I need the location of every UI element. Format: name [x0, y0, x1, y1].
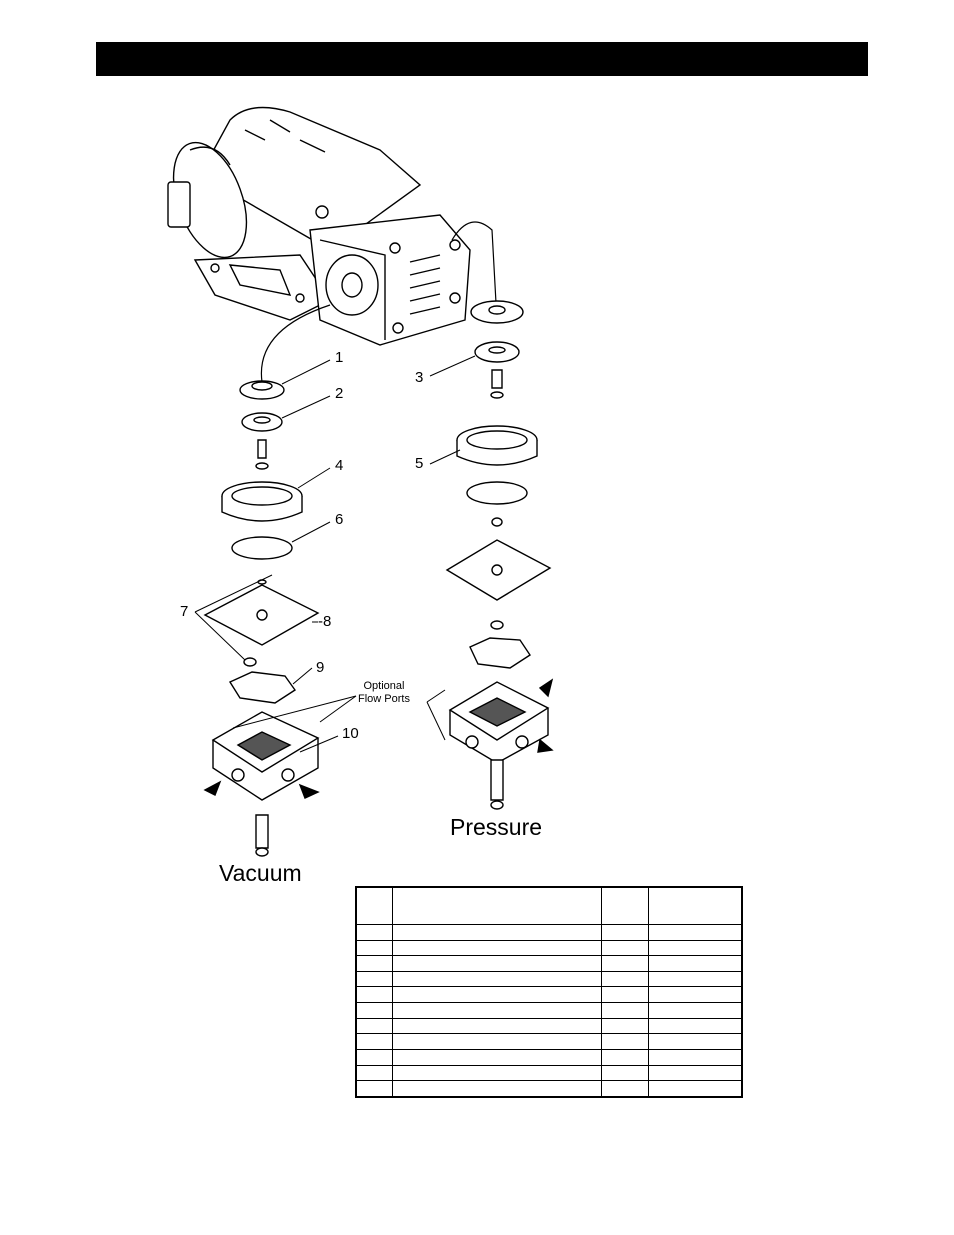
motor	[167, 106, 471, 346]
table-cell	[391, 1018, 601, 1035]
table-cell	[600, 971, 648, 988]
table-row	[356, 1049, 742, 1066]
table-cell	[647, 1002, 742, 1019]
table-cell	[391, 986, 601, 1004]
parts-table	[355, 886, 743, 1098]
table-cell	[391, 924, 601, 941]
table-cell	[647, 940, 742, 957]
table-row	[356, 924, 742, 941]
table-cell	[600, 924, 648, 941]
callout-1: 1	[335, 349, 344, 366]
table-cell	[600, 940, 648, 957]
table-cell	[647, 1033, 742, 1050]
table-row	[356, 986, 742, 1004]
table-cell	[600, 1065, 648, 1082]
table-cell	[356, 1081, 392, 1097]
header-cell	[647, 887, 742, 925]
table-cell	[647, 986, 742, 1004]
table-cell	[647, 1080, 742, 1097]
table-cell	[647, 1049, 742, 1066]
table-row	[356, 1018, 742, 1035]
callout-3: 3	[415, 369, 424, 386]
table-cell	[356, 940, 392, 957]
table-row	[356, 940, 742, 957]
table-cell	[391, 1065, 601, 1082]
table-cell	[356, 1033, 392, 1050]
table-cell	[391, 1049, 601, 1066]
callout-4: 4	[335, 457, 344, 474]
table-cell	[391, 971, 601, 988]
table-cell	[647, 971, 742, 988]
header-bar	[96, 42, 868, 76]
header-cell	[391, 887, 601, 925]
callout-5: 5	[415, 455, 424, 472]
table-row	[356, 971, 742, 988]
table-row	[356, 955, 742, 972]
callout-9: 9	[316, 659, 325, 676]
exploded-pump-diagram	[167, 106, 554, 857]
table-cell	[600, 1033, 648, 1050]
table-cell	[356, 1018, 392, 1035]
table-cell	[600, 1002, 648, 1019]
table-cell	[391, 955, 601, 972]
table-cell	[356, 1049, 392, 1066]
table-cell	[391, 1080, 601, 1097]
header-cell	[600, 887, 648, 925]
pressure-label: Pressure	[450, 814, 543, 840]
header-cell	[356, 887, 392, 925]
table-cell	[647, 1065, 742, 1082]
table-cell	[356, 986, 392, 1004]
callout-2: 2	[335, 385, 344, 402]
table-cell	[647, 955, 742, 972]
optional-flow-ports-label: Optional Flow Ports	[358, 680, 410, 705]
table-row	[356, 1080, 742, 1097]
table-row	[356, 1002, 742, 1019]
vacuum-label: Vacuum	[219, 860, 302, 886]
table-row	[356, 1033, 742, 1050]
table-cell	[391, 940, 601, 957]
table-row	[356, 1065, 742, 1082]
table-cell	[600, 1080, 648, 1097]
table-cell	[356, 971, 392, 988]
table-cell	[356, 955, 392, 972]
callout-8: -8	[318, 613, 332, 630]
table-cell	[647, 1018, 742, 1035]
table-cell	[600, 955, 648, 972]
table-cell	[391, 1002, 601, 1019]
vacuum-stack	[203, 380, 320, 857]
table-header-row	[356, 887, 742, 925]
table-cell	[600, 1018, 648, 1035]
callout-6: 6	[335, 511, 344, 528]
table-cell	[356, 1065, 392, 1082]
callout-7: 7	[180, 603, 189, 620]
table-cell	[647, 924, 742, 941]
table-cell	[600, 1049, 648, 1066]
table-cell	[391, 1033, 601, 1050]
table-cell	[600, 986, 648, 1004]
table-cell	[356, 1002, 392, 1019]
pressure-stack	[445, 300, 554, 810]
table-cell	[356, 924, 392, 941]
callout-10: 10	[342, 725, 359, 742]
